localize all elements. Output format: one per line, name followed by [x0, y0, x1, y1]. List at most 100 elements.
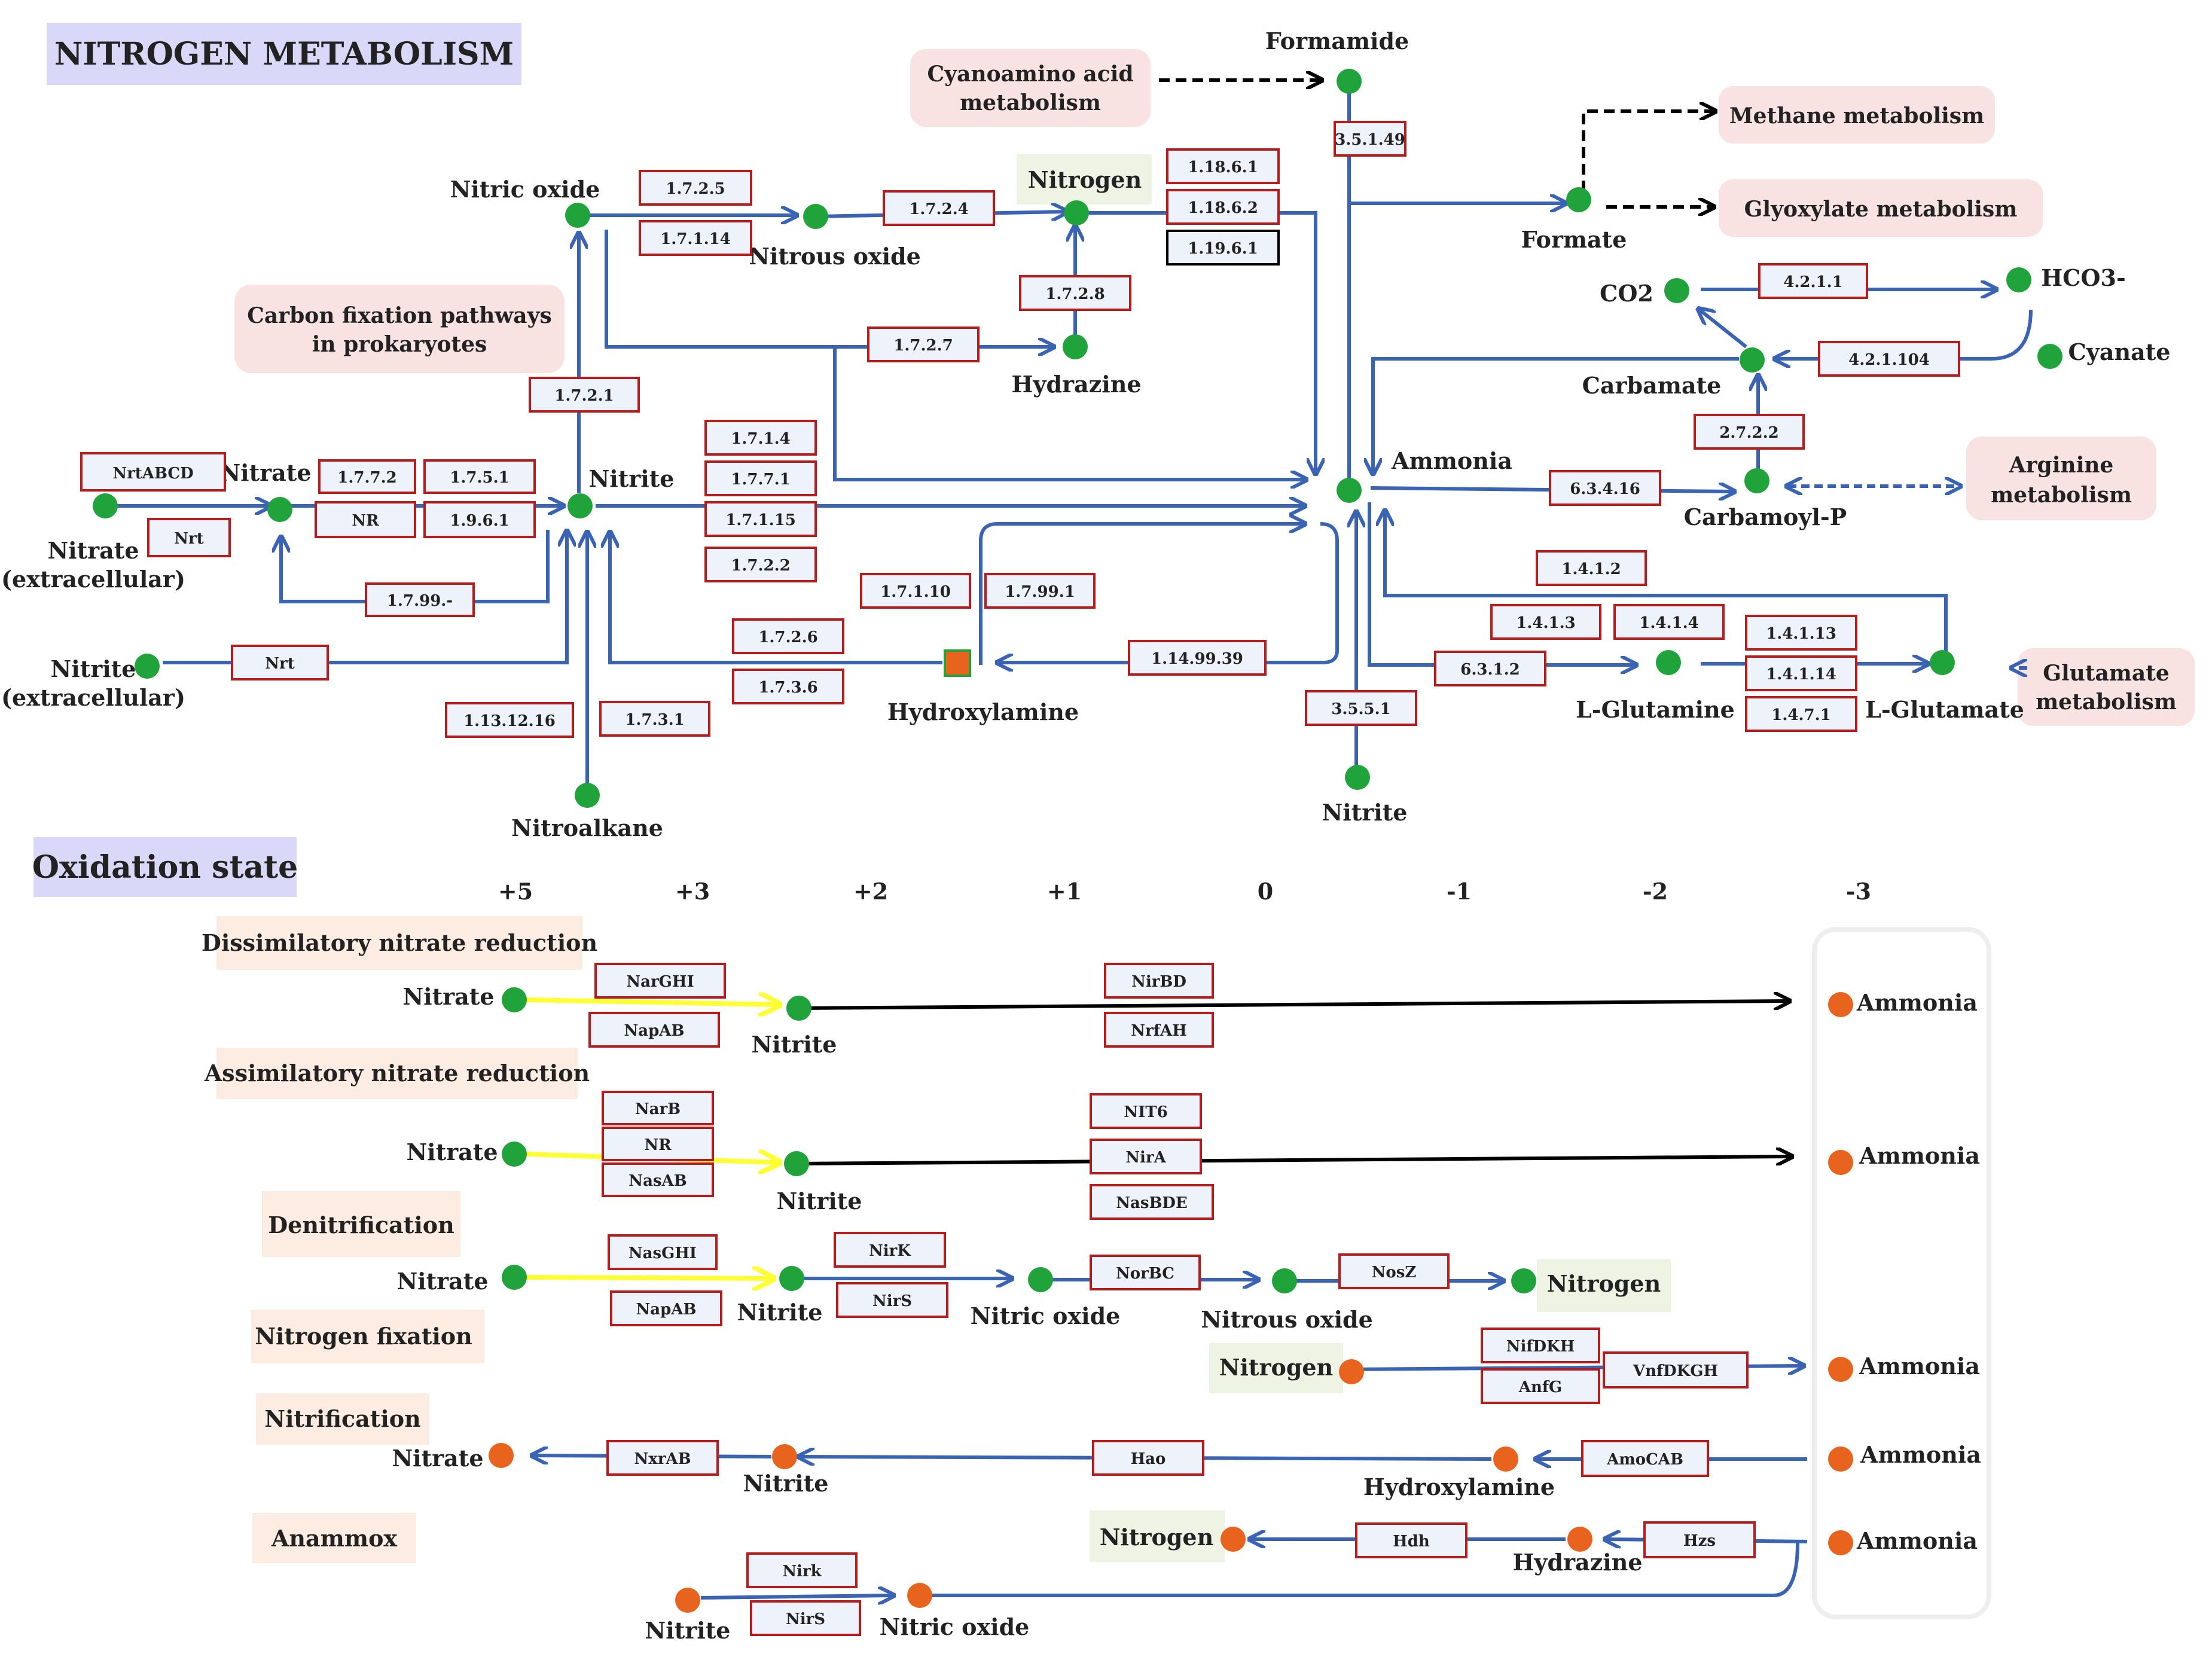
svg-text:1.7.1.15: 1.7.1.15 [725, 511, 796, 529]
svg-text:metabolism: metabolism [1991, 483, 2132, 508]
svg-text:Hydroxylamine: Hydroxylamine [1363, 1473, 1555, 1500]
node-nitrite [568, 493, 593, 518]
svg-text:6.3.1.2: 6.3.1.2 [1460, 661, 1520, 679]
svg-text:Nrt: Nrt [265, 655, 294, 673]
svg-text:NirS: NirS [872, 1292, 912, 1310]
enzyme-6-3-4-16: 6.3.4.16 [1549, 470, 1661, 506]
enzyme-1-7-2-2: 1.7.2.2 [704, 547, 817, 582]
svg-text:NorBC: NorBC [1116, 1265, 1174, 1283]
enzyme-1-7-3-6: 1.7.3.6 [732, 669, 844, 704]
svg-text:+1: +1 [1047, 878, 1082, 905]
enzyme-2-7-2-2: 2.7.2.2 [1694, 414, 1805, 450]
svg-text:NasGHI: NasGHI [628, 1244, 697, 1262]
svg-text:1.7.3.6: 1.7.3.6 [758, 679, 818, 697]
label-hydroxylamine: Hydroxylamine [887, 698, 1079, 725]
svg-text:1.7.2.8: 1.7.2.8 [1045, 285, 1105, 303]
label-hco3: HCO3- [2041, 264, 2125, 291]
svg-text:Ammonia: Ammonia [1860, 1441, 1981, 1468]
svg-text:-3: -3 [1846, 878, 1871, 905]
enzyme-1-7-1-10: 1.7.1.10 [860, 573, 971, 609]
label-l-glutamine: L-Glutamine [1576, 696, 1735, 723]
link-glutamate[interactable]: Glutamate metabolism [2018, 648, 2195, 726]
label-nitrate-ext-2: (extracellular) [1, 566, 185, 593]
node-formamide [1337, 69, 1362, 94]
label-formamide: Formamide [1265, 28, 1409, 54]
svg-text:AnfG: AnfG [1518, 1378, 1562, 1396]
svg-text:NirA: NirA [1125, 1149, 1166, 1167]
link-cyanoamino[interactable]: Cyanoamino acid metabolism [910, 49, 1151, 127]
link-carbon-fixation[interactable]: Carbon fixation pathways in prokaryotes [234, 285, 565, 373]
link-glyoxylate[interactable]: Glyoxylate metabolism [1719, 179, 2043, 237]
svg-text:NarB: NarB [635, 1100, 681, 1118]
nitrogen-bg-denitrification [1537, 1259, 1671, 1312]
svg-text:Carbon fixation pathways: Carbon fixation pathways [247, 303, 552, 328]
enzyme-1-7-2-1: 1.7.2.1 [529, 377, 640, 413]
label-nitrogen: Nitrogen [1028, 166, 1142, 193]
enzyme-1-18-6-1: 1.18.6.1 [1166, 148, 1280, 184]
svg-text:Anammox: Anammox [271, 1525, 397, 1552]
label-l-glutamate: L-Glutamate [1865, 696, 2024, 723]
svg-text:1.7.2.4: 1.7.2.4 [909, 200, 969, 218]
svg-text:Nrt: Nrt [174, 530, 203, 548]
svg-text:1.13.12.16: 1.13.12.16 [463, 712, 556, 730]
node-nitrogen [1064, 200, 1089, 225]
oxidation-state-scale: +5 +3 +2 +1 0 -1 -2 -3 [498, 878, 1871, 905]
svg-text:Nitrite: Nitrite [737, 1299, 823, 1326]
node-nitrate-ext [93, 493, 118, 518]
svg-text:4.2.1.1: 4.2.1.1 [1783, 273, 1843, 291]
svg-text:Nitrate: Nitrate [396, 1268, 488, 1295]
enzyme-4-2-1-1: 4.2.1.1 [1758, 263, 1868, 299]
svg-text:1.7.1.10: 1.7.1.10 [880, 583, 951, 601]
upper-compound-nodes [93, 69, 2063, 808]
upper-enzyme-boxes[interactable]: 3.5.1.49 1.7.2.5 1.7.1.14 1.7.2.4 1.18.6… [80, 121, 1960, 738]
node-cyanate [2037, 344, 2063, 369]
node-nitrite-bottom [1345, 765, 1370, 790]
svg-text:NapAB: NapAB [636, 1301, 697, 1319]
enzyme-3-5-5-1: 3.5.5.1 [1305, 690, 1417, 726]
enzyme-1-13-12-16: 1.13.12.16 [445, 702, 574, 738]
node-hydrazine [1063, 334, 1088, 359]
link-methane[interactable]: Methane metabolism [1719, 86, 1995, 144]
svg-text:NarGHI: NarGHI [626, 973, 694, 991]
enzyme-3-5-1-49: 3.5.1.49 [1334, 121, 1406, 157]
nitrogen-label-bg [1017, 154, 1152, 205]
pathway-section-labels: Dissimilatory nitrate reduction Assimila… [202, 916, 597, 1563]
svg-text:1.7.3.1: 1.7.3.1 [625, 711, 685, 729]
enzyme-1-7-5-1: 1.7.5.1 [423, 459, 536, 494]
svg-text:Hao: Hao [1131, 1450, 1166, 1468]
enzyme-nrt-a: Nrt [147, 518, 231, 557]
svg-text:Nitrate: Nitrate [392, 1445, 483, 1472]
svg-text:Assimilatory nitrate reduction: Assimilatory nitrate reduction [204, 1060, 590, 1087]
lower-nodes [489, 987, 1853, 1613]
link-arginine[interactable]: Arginine metabolism [1966, 437, 2156, 520]
label-co2: CO2 [1600, 280, 1653, 307]
label-nitrate: Nitrate [219, 459, 311, 486]
enzyme-1-7-7-1: 1.7.7.1 [704, 460, 817, 496]
svg-text:Hydrazine: Hydrazine [1512, 1549, 1642, 1576]
svg-text:4.2.1.104: 4.2.1.104 [1848, 351, 1930, 369]
svg-text:Ammonia: Ammonia [1859, 1142, 1980, 1169]
enzyme-1-7-1-4: 1.7.1.4 [704, 420, 817, 456]
enzyme-1-7-1-14: 1.7.1.14 [639, 220, 752, 256]
enzyme-1-9-6-1: 1.9.6.1 [423, 501, 536, 538]
svg-text:NR: NR [352, 512, 379, 530]
svg-text:1.18.6.1: 1.18.6.1 [1188, 158, 1258, 176]
svg-text:NapAB: NapAB [624, 1022, 685, 1040]
svg-text:NIT6: NIT6 [1124, 1103, 1167, 1121]
svg-text:1.14.99.39: 1.14.99.39 [1151, 650, 1243, 668]
svg-text:1.19.6.1: 1.19.6.1 [1188, 240, 1258, 258]
svg-text:Nitrogen: Nitrogen [1219, 1354, 1333, 1381]
label-cyanate: Cyanate [2068, 338, 2171, 365]
svg-text:1.7.99.-: 1.7.99.- [387, 592, 453, 610]
svg-text:Nitrogen fixation: Nitrogen fixation [255, 1323, 472, 1350]
lower-compound-labels: Nitrate Nitrite Ammonia Nitrate Nitrite … [392, 983, 1981, 1644]
enzyme-nrtabcd: NrtABCD [80, 452, 226, 492]
lower-enzyme-boxes[interactable]: NarGHI NapAB NirBD NrfAH NarB NR NasAB N… [588, 963, 1756, 1636]
svg-text:Ammonia: Ammonia [1856, 989, 1978, 1016]
node-formate [1566, 187, 1591, 212]
svg-text:Nitrate: Nitrate [402, 983, 494, 1010]
svg-text:VnfDKGH: VnfDKGH [1633, 1362, 1718, 1380]
enzyme-1-7-3-1: 1.7.3.1 [599, 701, 710, 737]
label-nitric-oxide: Nitric oxide [450, 176, 600, 203]
